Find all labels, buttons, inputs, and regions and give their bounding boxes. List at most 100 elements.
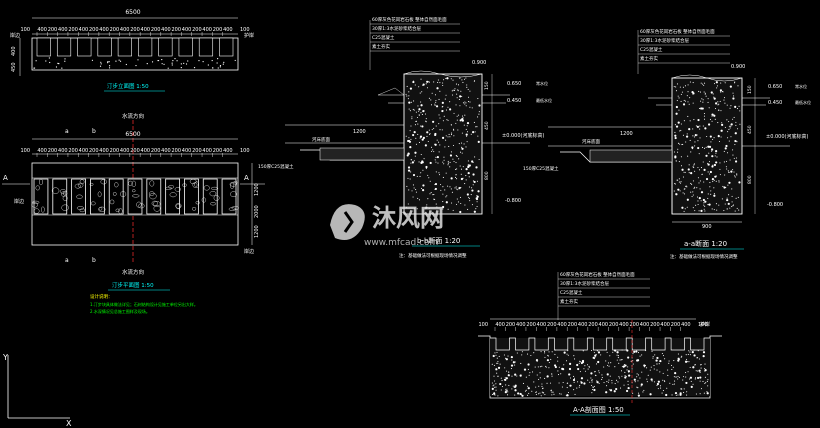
elevation-right-label: 护岸 <box>244 32 254 39</box>
dim-right-offset: 100 <box>240 27 250 33</box>
section-a-dim-150: 150厚C25混凝土 <box>523 165 559 172</box>
dim-segment: 200 <box>48 148 58 154</box>
plan-bank-left: 岸边 <box>14 198 24 205</box>
stepping-stone-plan <box>202 178 218 215</box>
section-AA-layer-1: 60厚灰色花岗岩石板 整体自然面毛面 <box>560 271 635 278</box>
dim-segment: 400 <box>37 27 47 33</box>
section-a-elev-bot: -0.800 <box>767 202 783 208</box>
section-a-layer-2: 30厚1:3水泥砂浆结合层 <box>640 37 689 44</box>
dim-segment: 400 <box>99 27 109 33</box>
plan-bank-right: 岸边 <box>244 248 254 255</box>
dim-segment: 200 <box>151 27 161 33</box>
dim-segment: 400 <box>182 148 192 154</box>
stepping-stone <box>36 37 51 57</box>
dim-segment: 400 <box>599 322 609 328</box>
stepping-stone <box>158 37 173 57</box>
dim-segment: 400 <box>79 27 89 33</box>
section-AA-concrete-hatch <box>491 349 709 397</box>
section-AA-layer-3: C25混凝土 <box>560 289 583 296</box>
dim-left-offset: 100 <box>20 27 30 33</box>
section-b-elev-top: 0.900 <box>472 60 486 66</box>
dim-segment: 200 <box>588 322 598 328</box>
section-a-dim-800: 800 <box>747 175 753 184</box>
stepping-stone-plan <box>184 178 199 215</box>
plan-cut-a-top: a <box>65 128 69 135</box>
watermark-brand: 沐风网 <box>372 204 444 232</box>
dim-segment: 200 <box>130 27 140 33</box>
section-b-dim-150: 150厚C25混凝土 <box>258 163 294 170</box>
section-a-dim-450: 450 <box>747 125 753 134</box>
plan-note-2: 2.水深情况见总施工图样及现场。 <box>90 308 150 314</box>
dim-segment: 400 <box>202 27 212 33</box>
section-b-layer-3: C25混凝土 <box>372 34 395 41</box>
elevation-left-label: 岸边 <box>10 32 20 39</box>
dim-segment: 200 <box>192 148 202 154</box>
dim-segment: 400 <box>202 148 212 154</box>
stone-profile-line <box>490 337 710 351</box>
dim-left-offset: 100 <box>20 148 30 154</box>
stepping-stone <box>138 37 153 57</box>
section-b-elev-1: 0.650 <box>507 81 521 87</box>
dim-segment: 200 <box>68 148 78 154</box>
section-b-dim-1200: 1200 <box>353 129 366 135</box>
stepping-stone-plan <box>108 178 124 215</box>
dim-segment: 200 <box>671 322 681 328</box>
section-a-elev-top: 0.900 <box>731 64 745 70</box>
stepping-stone-plan <box>71 178 86 215</box>
dim-segment: 400 <box>37 148 47 154</box>
dim-right-offset: 100 <box>240 148 250 154</box>
dim-segment: 400 <box>681 322 691 328</box>
plan-cut-a-bottom: a <box>65 257 69 264</box>
dim-segment: 200 <box>89 27 99 33</box>
section-b-dim-150b: 150 <box>484 81 490 90</box>
dim-segment: 200 <box>68 27 78 33</box>
stepping-stone <box>97 37 112 57</box>
dim-segment: 400 <box>619 322 629 328</box>
section-b-riverbed: 河床底面 <box>312 136 330 143</box>
dim-segment: 200 <box>213 148 223 154</box>
section-b-note: 注：基础做法可根据现场情况调整 <box>399 252 467 259</box>
section-a-elev-1-label: 常水位 <box>795 83 807 89</box>
dim-segment: 200 <box>629 322 639 328</box>
plan-water-top: 水流方向 <box>122 112 144 120</box>
dim-segment: 200 <box>130 148 140 154</box>
section-b-elev-2: 0.450 <box>507 98 521 104</box>
section-AA-stone-profile <box>490 337 710 351</box>
section-b-layer-4: 素土夯实 <box>372 43 390 50</box>
watermark: 沐风网 www.mfcad.com <box>330 204 444 248</box>
watermark-url: www.mfcad.com <box>364 238 438 248</box>
dim-segment: 400 <box>537 322 547 328</box>
section-b-title: b-b断面 1:20 <box>417 236 460 245</box>
dim-segment: 400 <box>223 148 233 154</box>
section-b-layer-2: 30厚1:3水泥砂浆结合层 <box>372 25 421 32</box>
dim-segment: 400 <box>495 322 505 328</box>
section-b-elev-bot: -0.800 <box>505 198 521 204</box>
plan-water-bottom: 水流方向 <box>122 268 144 276</box>
dim-segment: 200 <box>192 27 202 33</box>
dim-segment: 400 <box>223 27 233 33</box>
dim-segment: 200 <box>48 27 58 33</box>
stepping-stone <box>219 37 234 57</box>
plan-note-1: 1.汀步块具体做法详见；石材结构设计见施工单位另出大样。 <box>90 301 198 307</box>
section-a-title: a-a断面 1:20 <box>684 239 727 248</box>
section-AA-layer-4: 素土夯实 <box>560 298 578 305</box>
section-a-elev-2: 0.450 <box>768 100 782 106</box>
elevation-height-top: 400 <box>11 46 17 56</box>
elevation-title: 汀步立面图 1:50 <box>107 82 149 90</box>
dim-segment: 400 <box>141 148 151 154</box>
mfcad-logo-icon <box>330 204 365 241</box>
elevation-height-bottom: 450 <box>11 62 17 72</box>
dim-segment: 200 <box>151 148 161 154</box>
section-a-layer-3: C25混凝土 <box>640 46 663 53</box>
plan-total-dim: 6500 <box>125 131 140 138</box>
section-b-elev-0: ±0.000(河底标高) <box>502 132 544 139</box>
dim-segment: 200 <box>650 322 660 328</box>
dim-segment: 200 <box>547 322 557 328</box>
plan-notes-title: 设计说明： <box>90 293 113 300</box>
dim-segment: 400 <box>99 148 109 154</box>
section-a-dim-1200: 1200 <box>620 131 633 137</box>
